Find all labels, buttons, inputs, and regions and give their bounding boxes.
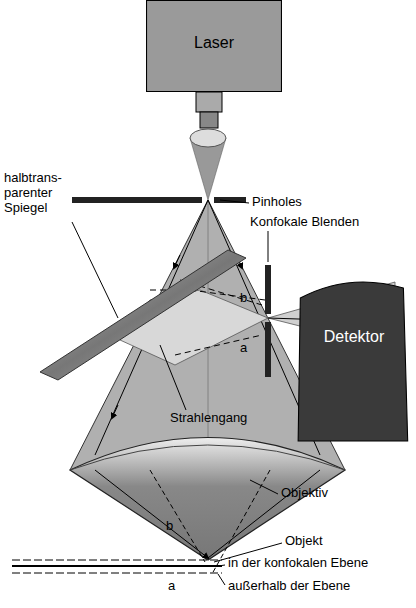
plane-label: in der konfokalen Ebene — [228, 555, 368, 570]
ray-letter: b — [240, 290, 247, 305]
pinhole-label: Pinholes — [252, 194, 302, 209]
plane-label: außerhalb der Ebene — [228, 578, 350, 593]
objective-label: Objektiv — [281, 485, 328, 500]
pinhole-label: Konfokale Blenden — [250, 214, 359, 229]
node-outline — [296, 276, 412, 442]
object-label: Objekt — [285, 533, 323, 548]
ray-letter: a — [240, 340, 247, 355]
mirror-label: halbtrans- parenter Spiegel — [4, 170, 74, 215]
ray-letter: b — [166, 518, 173, 533]
ray-letter: a — [168, 578, 175, 593]
node-label: Laser — [146, 0, 282, 52]
detector-housing: Detektor — [296, 276, 412, 442]
node-label: Detektor — [296, 276, 412, 346]
beam-path-label: Strahlengang — [170, 410, 247, 425]
laser-box: Laser — [146, 0, 282, 92]
